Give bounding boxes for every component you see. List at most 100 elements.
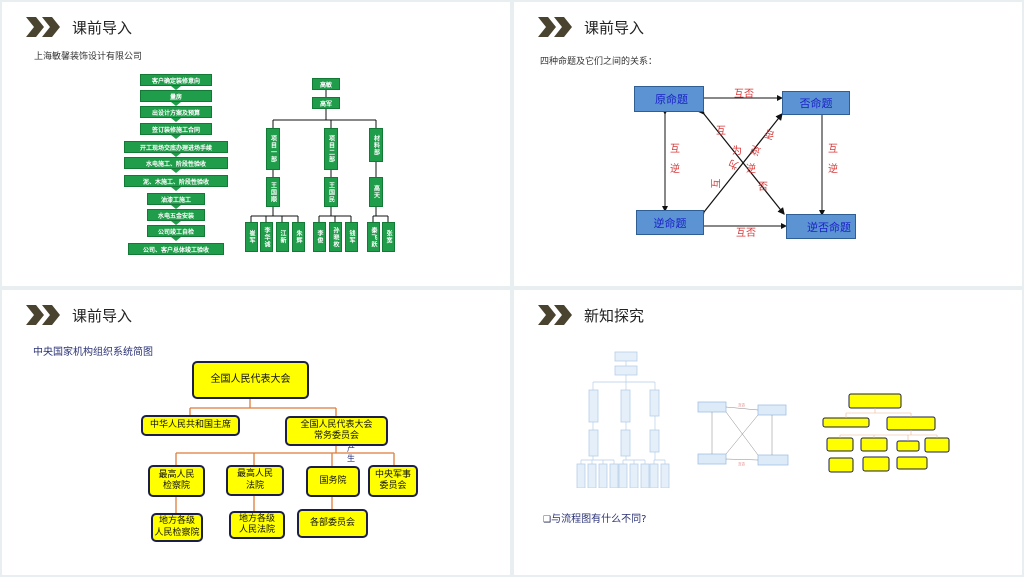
slide-header: 课前导入 — [26, 304, 132, 326]
produce-char: 生 — [347, 454, 355, 464]
flow-step: 客户确定装修意向 — [140, 74, 212, 86]
org-department: 材料部 — [369, 128, 383, 162]
svg-text:互否: 互否 — [738, 462, 746, 466]
org-member: 李华诚 — [260, 222, 273, 252]
relation-left-2: 逆 — [670, 164, 680, 175]
flow-step: 水电施工、阶段性验收 — [124, 157, 228, 169]
flow-step: 量房 — [140, 90, 212, 102]
company-name: 上海敏馨装饰设计有限公司 — [34, 52, 143, 62]
flow-arrow-icon — [171, 118, 181, 122]
relation-arrows — [662, 95, 825, 229]
flow-step: 公司、客户总体竣工验收 — [128, 243, 224, 255]
node-local-procuratorate: 地方各级 人民检察院 — [151, 513, 203, 542]
node-local-court: 地方各级 人民法院 — [229, 511, 285, 539]
relation-right-1: 互 — [828, 144, 838, 155]
slide-header: 课前导入 — [26, 16, 132, 38]
double-chevron-icon — [26, 17, 60, 37]
org-member: 钱军 — [345, 222, 358, 252]
node-text: 人民法院 — [238, 525, 275, 535]
flow-arrow-icon — [171, 205, 181, 209]
flow-arrow-icon — [171, 221, 181, 225]
slide-2[interactable]: 课前导入 四种命题及它们之间的关系： 原命题 否命题 逆命题 逆否命题 互否 互… — [514, 2, 1022, 286]
node-converse: 逆命题 — [636, 210, 704, 235]
slide-1[interactable]: 课前导入 上海敏馨装饰设计有限公司 客户确定装修意向量房出设计方案及预算签订装修… — [2, 2, 510, 286]
org-connector — [319, 207, 351, 217]
node-text: 人民检察院 — [154, 527, 200, 538]
flow-arrow-icon — [171, 187, 181, 191]
slide-title: 课前导入 — [584, 18, 645, 37]
relation-left-1: 互 — [670, 144, 680, 155]
double-chevron-icon — [538, 305, 572, 325]
org-member: 张宽 — [382, 222, 395, 252]
org-department: 项目一部 — [266, 128, 280, 170]
org-top: 高敏 — [312, 78, 340, 90]
org-member: 朱辉 — [292, 222, 305, 252]
node-text: 全国人民代表大会 — [300, 419, 373, 430]
slide-3[interactable]: 课前导入 中央国家机构组织系统简图 全国人民代表大会 中华人民共和国主席 全国人… — [2, 290, 510, 575]
node-text: 地方各级 — [238, 513, 275, 524]
org-chart-lines — [250, 90, 389, 222]
org-department-lead: 王国民 — [324, 177, 338, 207]
flow-arrow-icon — [171, 169, 181, 173]
node-standing-committee: 全国人民代表大会 常务委员会 — [285, 416, 388, 446]
org-department: 项目二部 — [324, 128, 338, 170]
flow-arrow-icon — [171, 102, 181, 106]
flow-arrow-icon — [171, 237, 181, 241]
node-negation: 否命题 — [782, 91, 850, 115]
relation-diag1-3: 逆 — [746, 164, 756, 175]
relation-diag1-2: 为 — [732, 146, 742, 157]
org-lines — [175, 398, 395, 514]
node-text: 最高人民 — [236, 469, 273, 480]
subtitle: 中央国家机构组织系统简图 — [33, 347, 153, 358]
relation-diag2-4: 互 — [711, 178, 723, 189]
flow-arrow-icon — [171, 135, 181, 139]
node-contrapositive: 逆否命题 — [786, 214, 856, 239]
slide-title: 新知探究 — [584, 306, 645, 325]
arrow-diagonal-2 — [697, 113, 783, 219]
question-text: 与流程图有什么不同? — [551, 514, 647, 525]
node-president: 中华人民共和国主席 — [141, 415, 240, 436]
node-npc: 全国人民代表大会 — [192, 361, 309, 399]
node-text: 最高人民 — [158, 469, 195, 480]
node-text: 地方各级 — [158, 516, 195, 527]
node-original: 原命题 — [634, 86, 704, 112]
org-member: 秦飞跃 — [367, 222, 380, 252]
subtitle: 四种命题及它们之间的关系： — [540, 57, 658, 67]
org-department-lead: 王国顺 — [266, 177, 280, 207]
flow-arrow-icon — [171, 153, 181, 157]
slide-title: 课前导入 — [72, 306, 133, 325]
node-ministries: 各部委员会 — [297, 509, 368, 538]
double-chevron-icon — [26, 305, 60, 325]
checkbox-bullet-icon: ❑ — [543, 515, 552, 525]
produce-char: 产 — [347, 444, 355, 453]
relation-diag1-1: 互 — [716, 126, 726, 137]
svg-text:互否: 互否 — [738, 403, 746, 407]
org-connector — [373, 207, 388, 217]
org-connector — [251, 207, 298, 217]
question-item: ❑与流程图有什么不同? — [543, 510, 646, 525]
org-member: 江新 — [276, 222, 289, 252]
flow-step: 泥、木施工、阶段性验收 — [124, 175, 228, 187]
mini-org-chart — [576, 351, 670, 488]
node-court: 最高人民 法院 — [226, 465, 284, 496]
double-chevron-icon — [538, 17, 572, 37]
flow-step: 开工现场交底办理进场手续 — [124, 141, 228, 153]
slide-4[interactable]: 新知探究 互否互否 — [514, 290, 1022, 575]
slide-header: 课前导入 — [538, 16, 644, 38]
relation-top: 互否 — [734, 89, 754, 100]
node-state-council: 国务院 — [306, 466, 360, 497]
org-connector — [272, 90, 377, 128]
org-second: 高军 — [312, 97, 340, 109]
org-department-lead: 高天 — [369, 177, 383, 207]
relation-diag1-4: 否 — [758, 182, 768, 193]
slide-header: 新知探究 — [538, 304, 644, 326]
produce-label: 产 生 — [347, 444, 355, 465]
relation-bottom: 互否 — [736, 228, 756, 239]
node-military-commission: 中央军事 委员会 — [368, 465, 418, 497]
flow-step: 签订装修施工合同 — [140, 123, 212, 135]
org-member: 孙晓枚 — [329, 222, 342, 252]
slide-title: 课前导入 — [72, 18, 133, 37]
node-text: 委员会 — [379, 481, 407, 491]
flow-step: 公司竣工自检 — [147, 225, 205, 237]
